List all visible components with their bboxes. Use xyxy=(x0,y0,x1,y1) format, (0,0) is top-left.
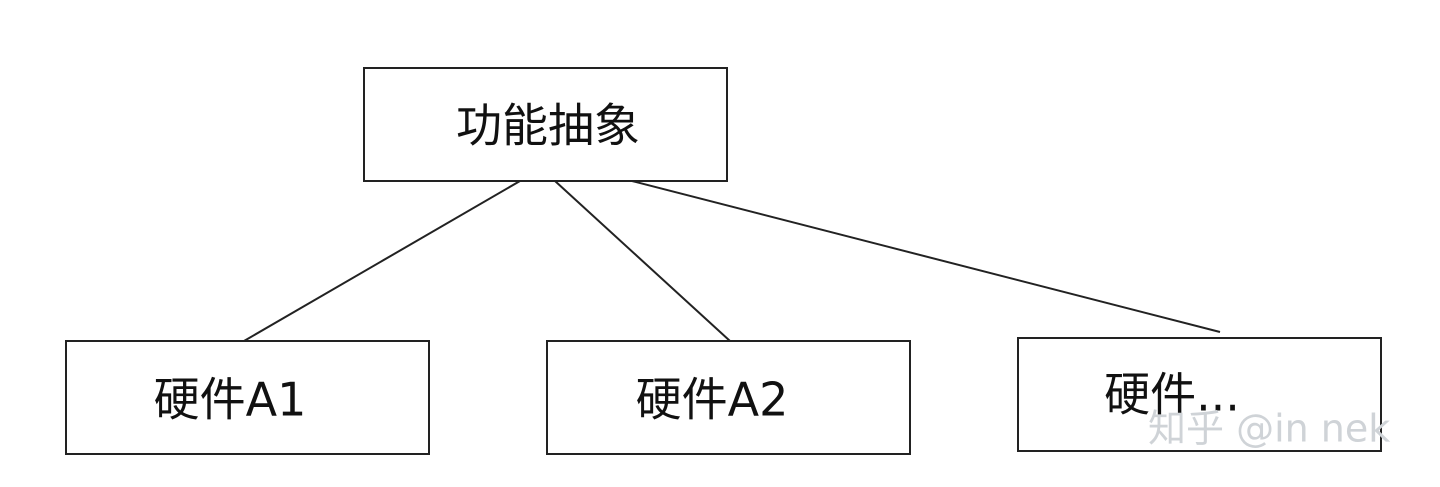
node-functional-abstraction: 功能抽象 xyxy=(363,67,728,182)
watermark-text: 知乎 @in nek xyxy=(1148,407,1390,451)
edge-root-to-hardware-a1 xyxy=(243,180,521,342)
node-hardware-more: 硬件... xyxy=(1017,337,1382,452)
node-hardware-a1: 硬件A1 xyxy=(65,340,430,455)
node-box xyxy=(65,340,430,455)
node-label: 硬件A1 xyxy=(154,373,307,427)
node-box xyxy=(546,340,911,455)
edge-root-to-hardware-more xyxy=(631,180,1221,333)
node-box xyxy=(1017,337,1382,452)
node-box xyxy=(363,67,728,182)
edge-root-to-hardware-a2 xyxy=(554,180,731,342)
node-hardware-a2: 硬件A2 xyxy=(546,340,911,455)
node-label: 硬件... xyxy=(1104,368,1240,422)
node-label: 功能抽象 xyxy=(456,99,640,153)
node-label: 硬件A2 xyxy=(636,373,789,427)
